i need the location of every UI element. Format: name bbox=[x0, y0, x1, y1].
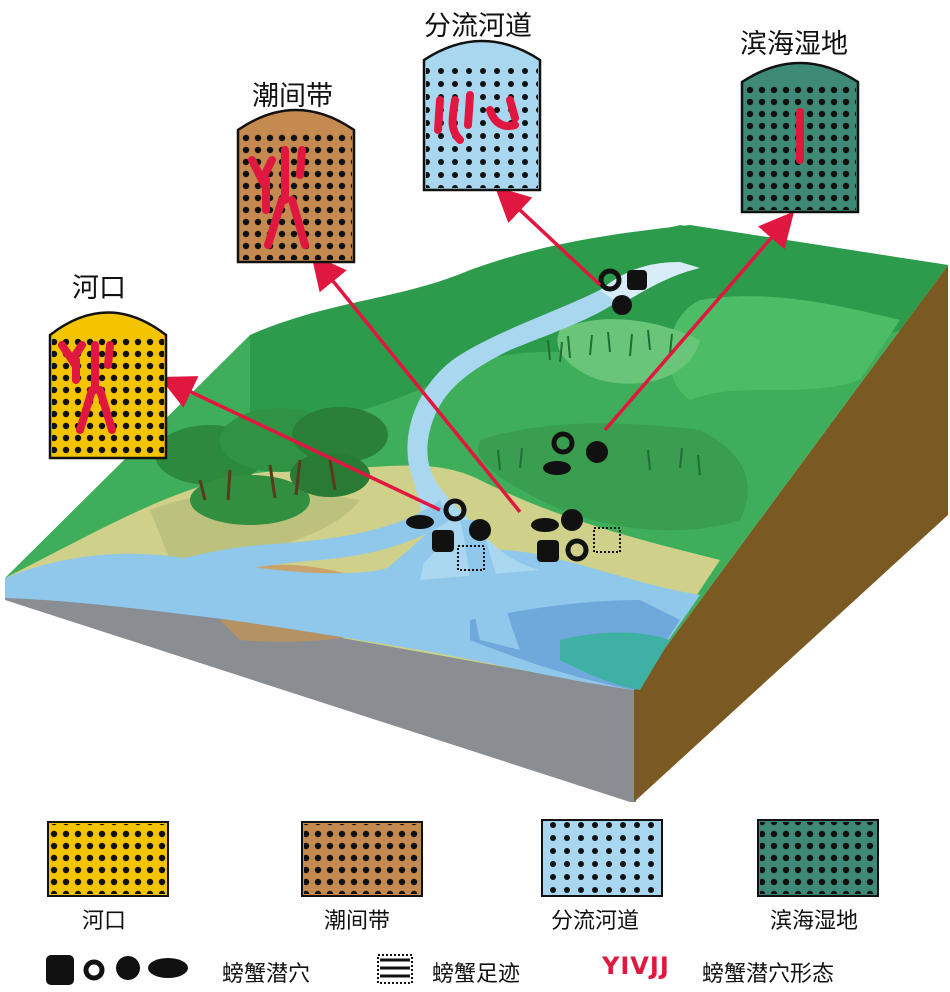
callout-arrows bbox=[159, 186, 795, 514]
hills-mid bbox=[668, 296, 900, 400]
core-panel-distributary bbox=[422, 39, 542, 192]
legend-label-wetland: 滨海湿地 bbox=[770, 909, 859, 934]
legend-label-intertidal: 潮间带 bbox=[324, 909, 391, 934]
upper-river bbox=[600, 262, 700, 305]
delta-channel-1 bbox=[100, 500, 450, 595]
core-panel-wetland bbox=[740, 61, 860, 214]
callout-label-intertidal: 潮间带 bbox=[252, 81, 333, 112]
symbols-wetland bbox=[543, 431, 608, 475]
wetland-reeds bbox=[497, 329, 701, 476]
legend-label-estuary: 河口 bbox=[82, 909, 127, 934]
legend-burrow-icons bbox=[46, 955, 188, 985]
legend-burrow-form-sample: YIVJJ bbox=[602, 952, 670, 980]
legend-label-burrow: 螃蟹潜穴 bbox=[222, 962, 311, 987]
callout-label-estuary: 河口 bbox=[72, 273, 126, 304]
symbols-intertidal bbox=[531, 509, 621, 562]
delta-channel-3 bbox=[460, 520, 520, 650]
block-front-face-main bbox=[5, 590, 634, 802]
arrow-to-distributary bbox=[494, 186, 602, 287]
legend-label-track: 螃蟹足迹 bbox=[432, 962, 521, 987]
symbols-estuary bbox=[406, 498, 491, 571]
block-end-face bbox=[634, 265, 948, 802]
callout-label-wetland: 滨海湿地 bbox=[740, 29, 848, 60]
legend-label-distributary: 分流河道 bbox=[551, 909, 640, 934]
mangrove-trees bbox=[155, 407, 388, 525]
callout-label-distributary: 分流河道 bbox=[424, 11, 532, 42]
core-panel-estuary bbox=[48, 311, 168, 460]
symbols-distributary bbox=[598, 268, 647, 315]
legend-label-burrow-form: 螃蟹潜穴形态 bbox=[702, 962, 835, 987]
hills-light bbox=[557, 319, 700, 384]
sea-teal bbox=[560, 632, 670, 690]
arrow-to-estuary bbox=[159, 376, 441, 512]
wetland-area bbox=[478, 423, 748, 531]
main-channel bbox=[407, 290, 620, 580]
arrow-to-intertidal bbox=[311, 254, 522, 514]
legend-track-icon bbox=[377, 954, 413, 984]
arrow-to-wetland bbox=[603, 211, 795, 432]
delta-channel-2 bbox=[330, 530, 440, 615]
core-panel-intertidal bbox=[236, 108, 356, 264]
